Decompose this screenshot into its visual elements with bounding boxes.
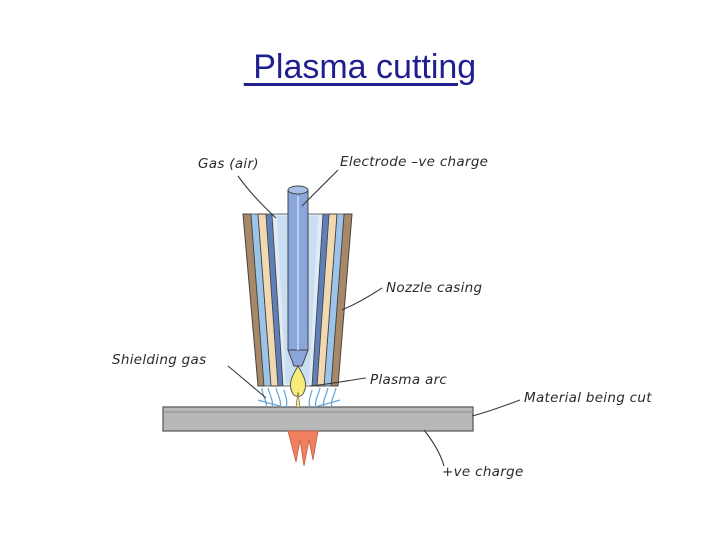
shielding-gas-wisps	[257, 387, 341, 408]
leader-gas	[237, 175, 277, 219]
electrode	[287, 185, 309, 367]
leader-material	[471, 399, 521, 417]
label-material: Material being cut	[524, 390, 652, 406]
leader-nozzle	[341, 287, 383, 311]
nozzle-casing	[257, 213, 338, 387]
label-electrode: Electrode –ve charge	[340, 154, 488, 170]
label-shielding-gas: Shielding gas	[112, 352, 206, 368]
leader-positive	[423, 429, 445, 467]
label-positive-charge: +ve charge	[442, 464, 524, 480]
label-gas-air: Gas (air)	[198, 156, 259, 172]
leader-electrode	[301, 169, 339, 207]
label-nozzle-casing: Nozzle casing	[386, 280, 483, 296]
label-plasma-arc: Plasma arc	[370, 372, 447, 388]
leader-lines	[227, 169, 521, 467]
leader-plasma-arc	[309, 377, 367, 387]
plasma-arc	[289, 365, 307, 408]
cut-spark-stream	[287, 430, 319, 467]
material-workpiece	[162, 406, 474, 432]
leader-shielding	[227, 365, 267, 399]
slide-title: Plasma cutting	[243, 48, 477, 86]
